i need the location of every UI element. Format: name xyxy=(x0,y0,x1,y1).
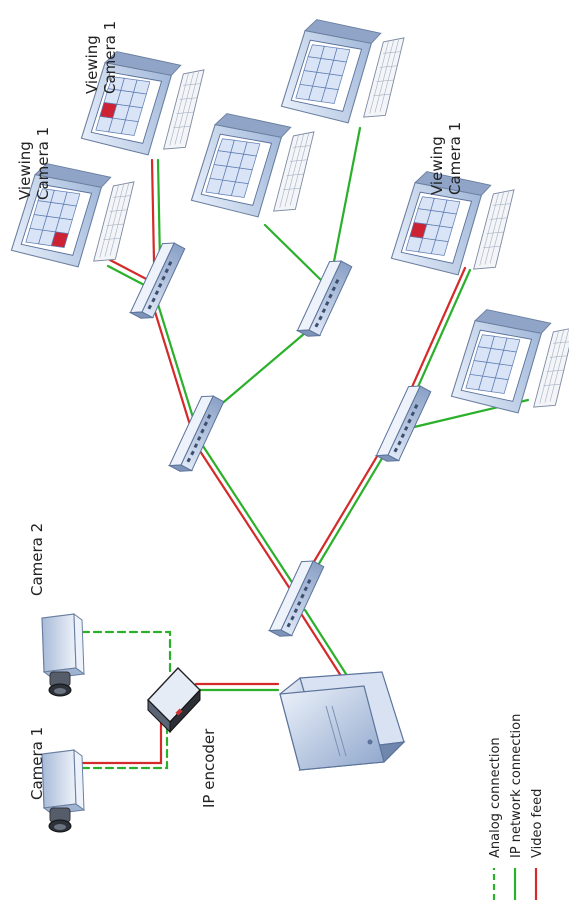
workstation-right-icon xyxy=(387,156,523,294)
legend-analog-label: Analog connection xyxy=(488,737,503,858)
workstation-left-icon xyxy=(7,148,143,286)
camera-2-icon xyxy=(41,613,85,697)
camera-1-label: Camera 1 xyxy=(28,727,46,800)
ip-encoder-label: IP encoder xyxy=(200,728,218,808)
viewing-top-label-line1: Viewing xyxy=(83,35,101,94)
server-icon xyxy=(279,671,406,772)
legend-video-label: Video feed xyxy=(530,789,545,858)
network-switch-2-icon xyxy=(165,390,228,477)
ip-encoder-icon xyxy=(147,666,201,734)
camera-2-label: Camera 2 xyxy=(28,523,46,596)
workstation-bottom-right-icon xyxy=(447,294,569,432)
workstation-middle-icon xyxy=(187,98,323,236)
viewing-top-label-line2: Camera 1 xyxy=(101,21,119,94)
network-switch-1-icon xyxy=(265,555,328,642)
network-switch-4-icon xyxy=(293,255,356,342)
workstation-top-icon xyxy=(77,36,213,174)
connections xyxy=(80,126,530,770)
viewing-right-label-line1: Viewing xyxy=(428,136,446,195)
workstation-top-right-icon xyxy=(277,4,413,142)
viewing-left-label-line1: Viewing xyxy=(16,141,34,200)
viewing-left-label-line2: Camera 1 xyxy=(34,127,52,200)
viewing-right-label-line2: Camera 1 xyxy=(446,122,464,195)
legend: Analog connection IP network connection … xyxy=(488,714,545,900)
camera-1-icon xyxy=(41,749,85,833)
legend-ip-label: IP network connection xyxy=(509,714,524,858)
